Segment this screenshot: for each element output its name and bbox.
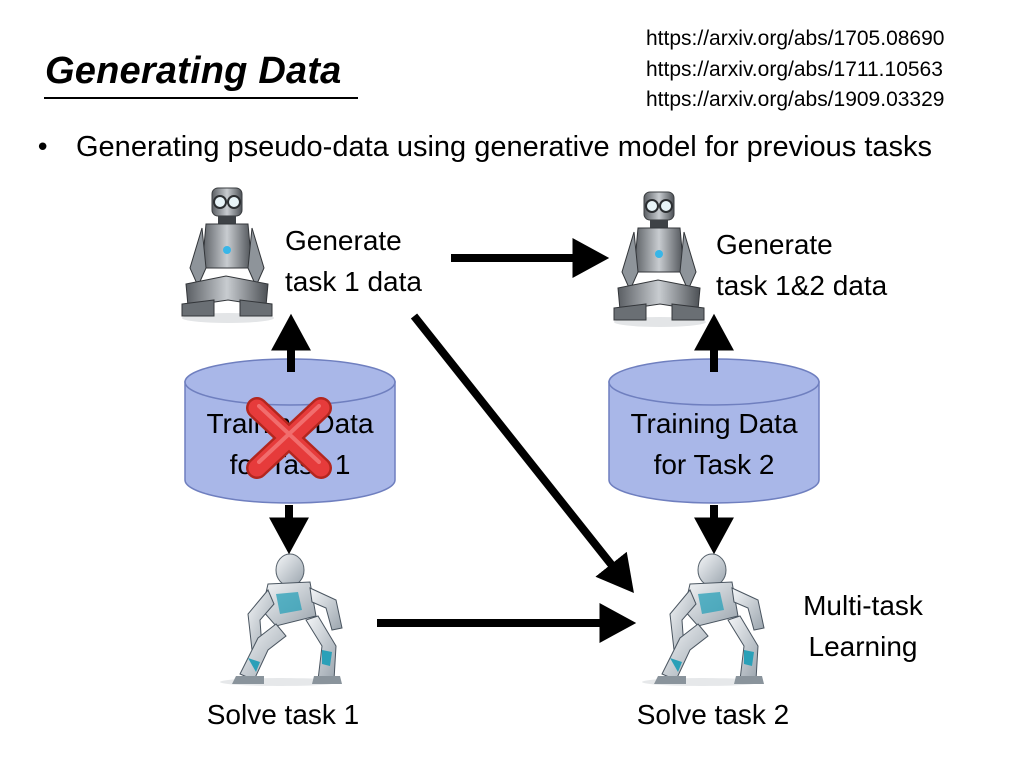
- reference-list: https://arxiv.org/abs/1705.08690 https:/…: [646, 24, 944, 116]
- reference-link[interactable]: https://arxiv.org/abs/1705.08690: [646, 27, 945, 50]
- generator-1-label: Generate task 1 data: [285, 225, 422, 297]
- reference-link[interactable]: https://arxiv.org/abs/1711.10563: [646, 57, 943, 81]
- arrow-generator1-to-solver2: [410, 313, 634, 594]
- generator-2-label: Generate task 1&2 data: [716, 229, 888, 301]
- bullet-marker: •: [35, 133, 51, 163]
- crouching-robot-icon: [642, 553, 765, 686]
- slide-title: Generating Data: [45, 50, 342, 92]
- multitask-learning-label: Multi-task Learning: [803, 590, 923, 662]
- reference-link[interactable]: https://arxiv.org/abs/1909.03329: [646, 88, 945, 111]
- solver-2-label: Solve task 2: [636, 699, 790, 730]
- solver-1-label: Solve task 1: [206, 699, 360, 730]
- training-data-2-label: Training Data for Task 2: [630, 408, 798, 480]
- crouching-robot-icon: [220, 553, 343, 686]
- sitting-robot-icon: [181, 187, 274, 323]
- sitting-robot-icon: [613, 191, 706, 327]
- title-underline: [44, 97, 358, 99]
- bullet-text: Generating pseudo-data using generative …: [76, 131, 933, 163]
- red-x-icon: [246, 397, 332, 479]
- training-data-cylinder-2: [608, 358, 820, 504]
